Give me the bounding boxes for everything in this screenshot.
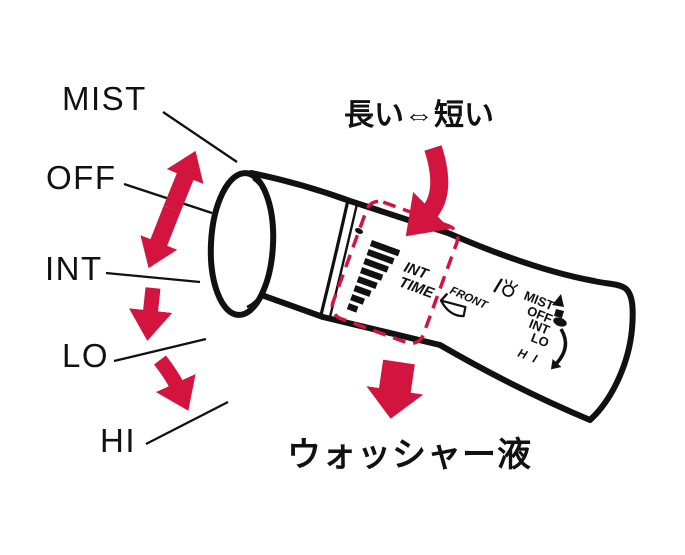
stalk-body <box>207 170 636 423</box>
label-off: OFF <box>46 159 117 196</box>
knob-rim-line <box>246 178 276 309</box>
washer-spray-icon <box>492 278 519 297</box>
position-int: INT <box>527 316 552 338</box>
leader-lines <box>105 111 238 446</box>
bar <box>346 303 359 313</box>
stalk-outline <box>214 170 636 423</box>
arrow-up-mist <box>163 150 204 213</box>
leader-line-lo <box>113 337 207 363</box>
arrow-down-int <box>140 205 181 269</box>
label-lo: LO <box>62 337 110 374</box>
triangle-up-icon <box>552 294 564 307</box>
red-arrows <box>128 145 451 419</box>
arrow-int-to-lo <box>128 287 173 341</box>
leader-line-mist <box>162 111 238 163</box>
arrow-washer-pull <box>366 359 424 419</box>
bar <box>363 258 389 273</box>
arrow-rotate-ring <box>405 145 451 237</box>
oval-mark-icon <box>553 317 567 327</box>
bar <box>350 294 365 305</box>
bar <box>369 240 401 257</box>
bar <box>356 276 378 289</box>
front-wiper-icon <box>439 292 467 318</box>
label-mist: MIST <box>62 80 147 117</box>
position-lo: LO <box>529 330 551 350</box>
caption-interval-adjust: 長い⇔短い <box>344 99 494 132</box>
label-hi: HI <box>100 422 136 459</box>
stalk-position-list: MIST OFF INT LO H I <box>516 288 568 370</box>
ring-index-dot <box>355 228 363 234</box>
bar <box>366 249 395 265</box>
label-int: INT <box>45 250 103 287</box>
caption-washer-fluid: ウォッシャー液 <box>287 436 532 474</box>
knob-collar-line-outer <box>319 199 350 316</box>
int-time-bars <box>346 240 401 313</box>
bar <box>359 267 384 281</box>
leader-line-int <box>105 271 201 284</box>
arrow-lo-to-hi <box>154 355 196 411</box>
square-mark-icon <box>554 309 564 318</box>
bar <box>353 285 372 297</box>
leader-line-hi <box>145 400 229 446</box>
ring-dashed-outline <box>330 199 460 346</box>
curved-arrow-down-icon <box>550 328 568 370</box>
